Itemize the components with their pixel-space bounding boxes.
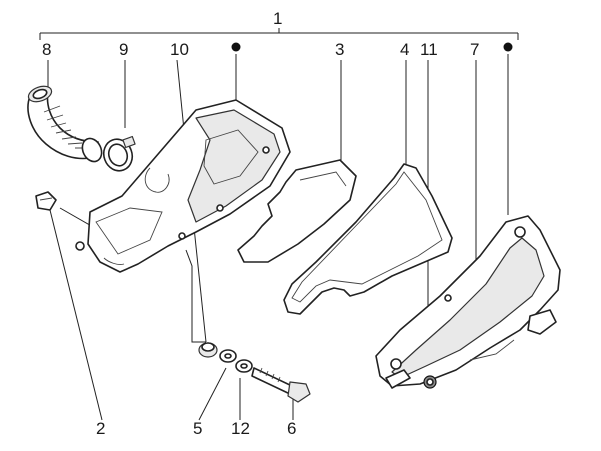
callout-label-10: 10 <box>170 40 189 59</box>
bullet-marker-housing <box>231 42 241 52</box>
bolt-6 <box>251 367 311 403</box>
callout-label-5: 5 <box>193 419 202 438</box>
washer-12 <box>235 359 253 373</box>
bolt-11 <box>385 369 437 389</box>
callout-label-1: 1 <box>273 9 282 28</box>
callout-label-9: 9 <box>119 40 128 59</box>
bullet-marker-cover <box>503 42 513 52</box>
intake-hose <box>27 85 103 163</box>
callout-label-2: 2 <box>96 419 105 438</box>
air-filter-element <box>237 159 357 263</box>
callout-label-6: 6 <box>287 419 296 438</box>
hose-clamp <box>102 135 136 172</box>
callout-label-4: 4 <box>400 40 409 59</box>
retaining-clip <box>35 191 57 211</box>
air-box-cover <box>375 215 561 387</box>
air-box-housing <box>75 99 291 273</box>
washer-5 <box>219 349 237 363</box>
callout-label-7: 7 <box>470 40 479 59</box>
grommet-10 <box>198 342 218 358</box>
callout-label-8: 8 <box>42 40 51 59</box>
gasket <box>283 163 453 315</box>
callout-label-11: 11 <box>420 40 438 59</box>
assembly-bracket <box>39 28 519 40</box>
callout-label-12: 12 <box>231 419 250 438</box>
callout-label-3: 3 <box>335 40 344 59</box>
